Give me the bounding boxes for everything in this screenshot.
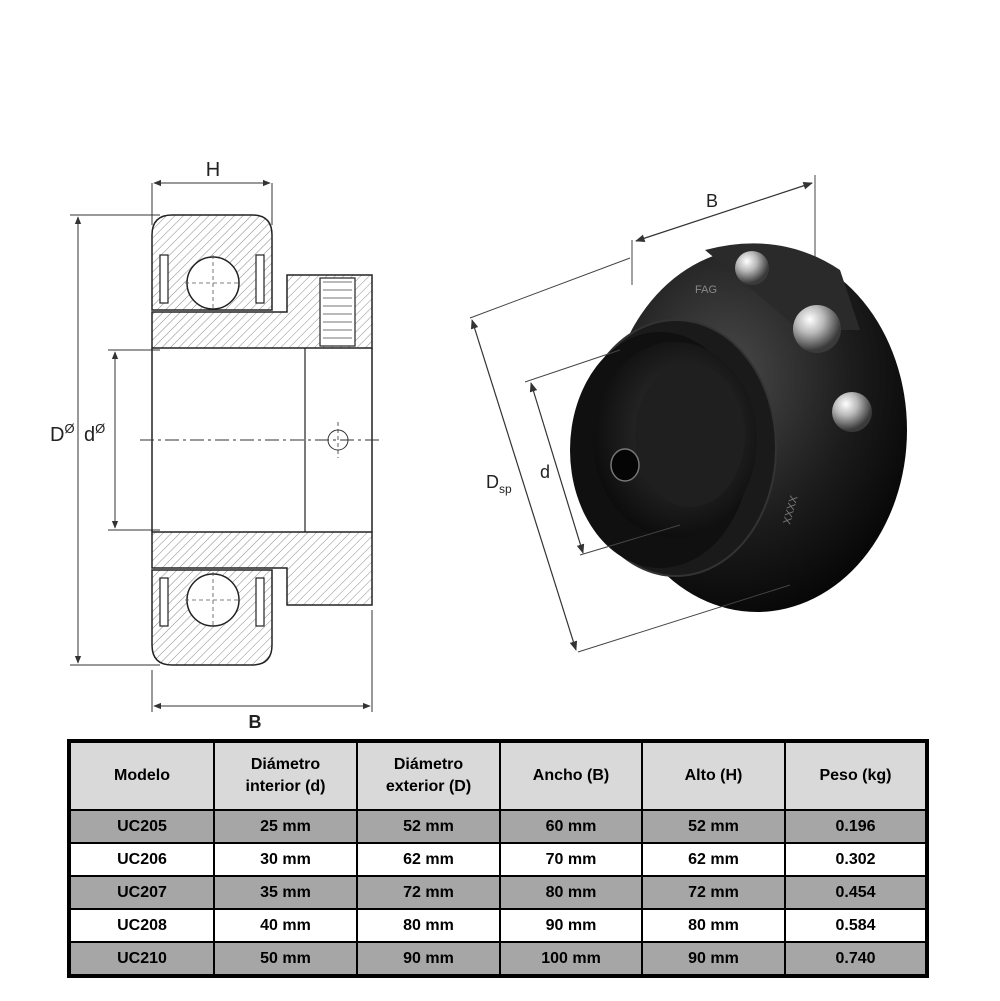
- cell-model: UC207: [68, 875, 215, 910]
- cell-outer: 72 mm: [356, 875, 501, 910]
- table-row: UC210 50 mm 90 mm 100 mm 90 mm 0.740: [68, 941, 928, 977]
- section-drawing: H DØ dØ: [50, 159, 380, 730]
- cell-weight: 0.454: [784, 875, 928, 910]
- cell-width: 90 mm: [499, 908, 643, 943]
- header-height: Alto (H): [641, 740, 786, 811]
- svg-text:DØ: DØ: [50, 421, 75, 446]
- cell-height: 52 mm: [641, 809, 786, 844]
- photo-label-d: d: [540, 462, 550, 482]
- dim-label-b: B: [249, 712, 262, 730]
- svg-text:dØ: dØ: [84, 421, 105, 446]
- cell-model: UC205: [68, 809, 215, 844]
- table-row: UC206 30 mm 62 mm 70 mm 62 mm 0.302: [68, 842, 928, 877]
- photo-label-dsp: D: [486, 472, 499, 492]
- cell-width: 80 mm: [499, 875, 643, 910]
- photo-label-b: B: [706, 191, 718, 211]
- header-model: Modelo: [68, 740, 215, 811]
- cell-outer: 52 mm: [356, 809, 501, 844]
- cell-weight: 0.302: [784, 842, 928, 877]
- table-row: UC205 25 mm 52 mm 60 mm 52 mm 0.196: [68, 809, 928, 844]
- dim-label-d-bore: d: [84, 424, 95, 446]
- diameter-symbol-bore: Ø: [95, 421, 105, 436]
- cell-outer: 62 mm: [356, 842, 501, 877]
- table-row: UC208 40 mm 80 mm 90 mm 80 mm 0.584: [68, 908, 928, 943]
- dim-label-h: H: [206, 159, 220, 181]
- cell-outer: 90 mm: [356, 941, 501, 977]
- photo-label-dsp-sub: sp: [499, 482, 512, 496]
- cell-bore: 30 mm: [213, 842, 358, 877]
- cell-weight: 0.584: [784, 908, 928, 943]
- cell-model: UC208: [68, 908, 215, 943]
- cell-height: 62 mm: [641, 842, 786, 877]
- cell-width: 100 mm: [499, 941, 643, 977]
- cell-bore: 40 mm: [213, 908, 358, 943]
- diameter-symbol-outer: Ø: [64, 421, 74, 436]
- cell-weight: 0.196: [784, 809, 928, 844]
- cell-height: 80 mm: [641, 908, 786, 943]
- cell-model: UC206: [68, 842, 215, 877]
- bearing-drawing: H DØ dØ: [50, 159, 907, 730]
- bearing-photo: B FAG XXXX Dsp d: [469, 175, 907, 653]
- table-row: UC207 35 mm 72 mm 80 mm 72 mm 0.454: [68, 875, 928, 910]
- cell-height: 72 mm: [641, 875, 786, 910]
- cell-height: 90 mm: [641, 941, 786, 977]
- svg-text:Dsp: Dsp: [486, 472, 512, 496]
- cell-bore: 25 mm: [213, 809, 358, 844]
- cell-bore: 35 mm: [213, 875, 358, 910]
- cell-width: 60 mm: [499, 809, 643, 844]
- cell-weight: 0.740: [784, 941, 928, 977]
- brand-mark: FAG: [695, 284, 717, 296]
- cell-bore: 50 mm: [213, 941, 358, 977]
- header-width: Ancho (B): [499, 740, 643, 811]
- header-weight: Peso (kg): [784, 740, 928, 811]
- cell-outer: 80 mm: [356, 908, 501, 943]
- cell-width: 70 mm: [499, 842, 643, 877]
- cell-model: UC210: [68, 941, 215, 977]
- dim-label-d-outer: D: [50, 424, 64, 446]
